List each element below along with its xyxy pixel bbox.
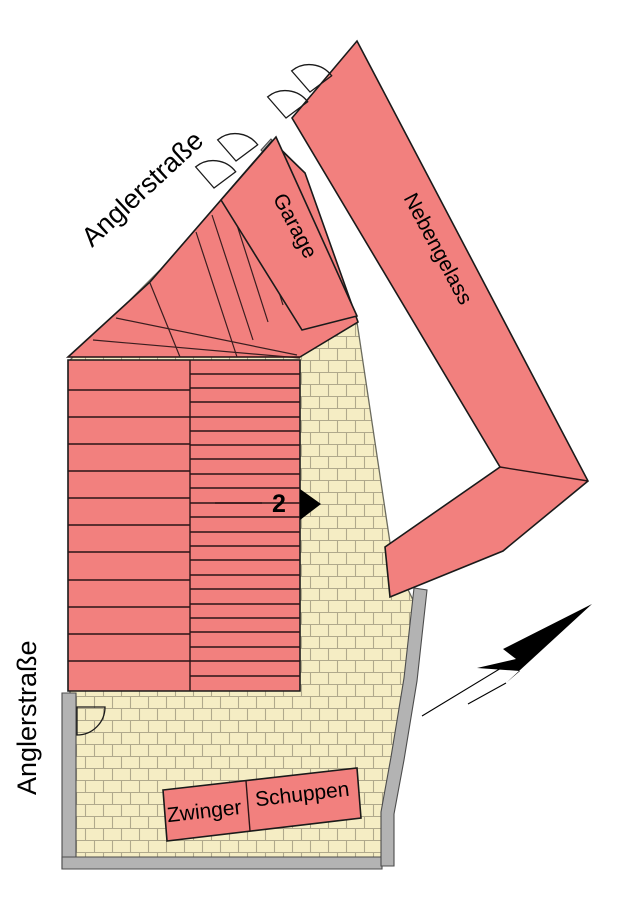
building-zwinger-schuppen-outline: [162, 767, 362, 842]
street-label-left: Anglerstraße: [12, 640, 42, 795]
wall-south: [61, 856, 383, 870]
door-arc-4-icon: [290, 63, 333, 93]
parcel-marker-triangle-icon: [300, 489, 321, 520]
building-outbuildings[interactable]: Zwinger Schuppen: [162, 767, 362, 842]
zwinger-schuppen-divider: [245, 780, 251, 832]
door-arc-2-icon: [216, 132, 259, 162]
wall-east: [380, 587, 428, 867]
door-arc-1-icon: [194, 159, 237, 189]
building-garage-outline: [220, 135, 359, 331]
door-swing-symbols: [76, 63, 333, 736]
building-main-right-bay-lines: [190, 373, 300, 677]
north-arrow: [421, 604, 592, 717]
door-arc-gate-icon: [76, 706, 106, 736]
building-main-left-bay-lines: [68, 389, 190, 662]
door-arc-3-icon: [266, 89, 309, 119]
parcel-marker-number: 2: [272, 490, 286, 518]
building-nebengelass-outline: [291, 39, 590, 599]
parcel-marker-2[interactable]: 2: [272, 489, 321, 520]
wall-west: [61, 692, 77, 870]
nebengelass-fold-line: [499, 466, 589, 482]
street-label-top: Anglerstraße: [76, 125, 210, 252]
